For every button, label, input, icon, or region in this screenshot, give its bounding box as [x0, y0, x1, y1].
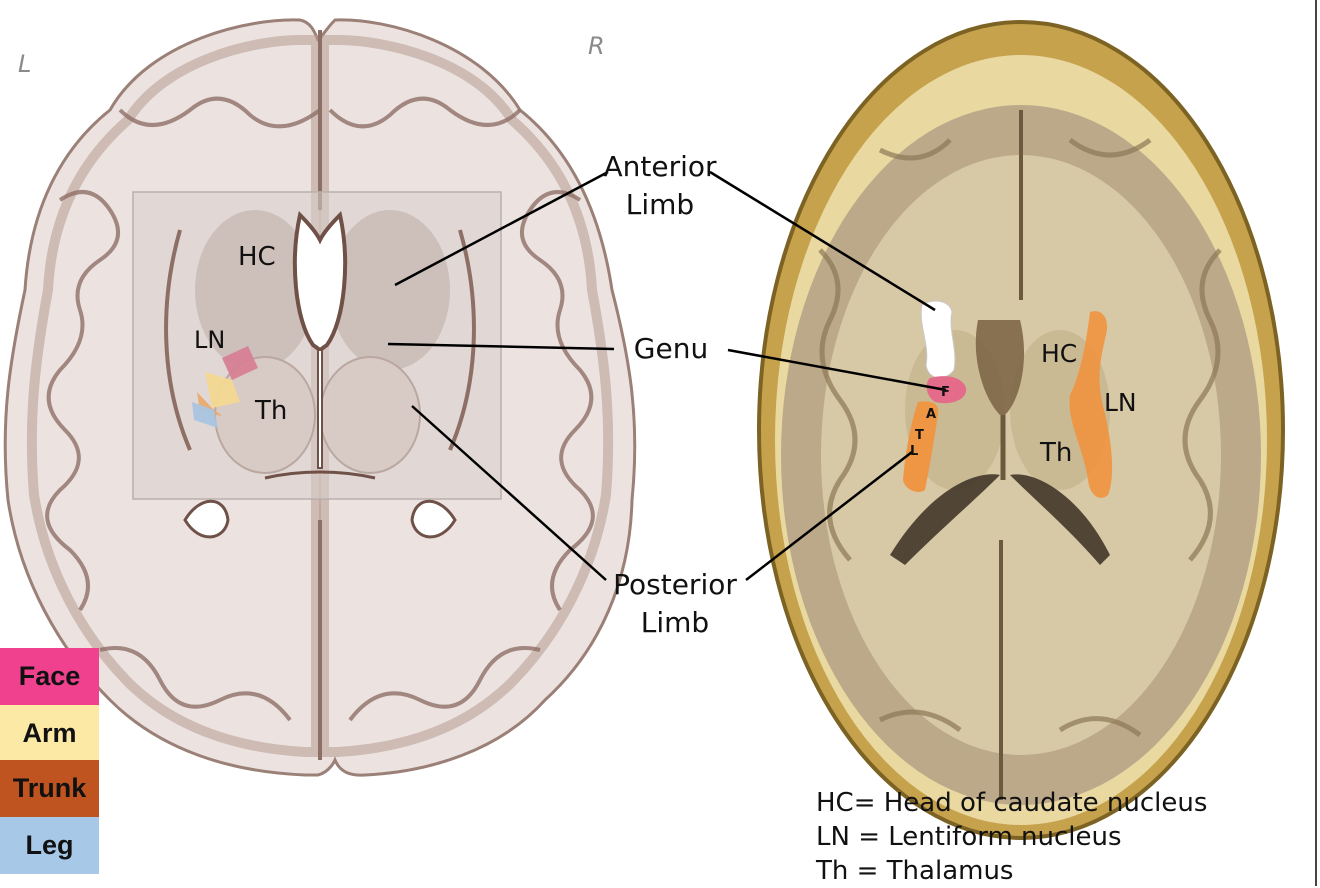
- genu-leader-right: [727, 348, 947, 392]
- key-hc: HC= Head of caudate nucleus: [816, 788, 1208, 818]
- posterior-limb-leader-left: [411, 405, 607, 581]
- anterior-limb-label: Anterior Limb: [590, 148, 730, 224]
- legend-face: Face: [0, 648, 99, 705]
- photo-genu-highlight: [926, 376, 967, 404]
- photo-anterior-limb-highlight: [920, 300, 956, 379]
- key-th: Th = Thalamus: [816, 856, 1014, 886]
- photo-f-label: F: [941, 385, 950, 400]
- illustration-hc-label: HC: [238, 242, 276, 272]
- photo-t-label: T: [915, 428, 924, 443]
- legend-trunk: Trunk: [0, 760, 99, 817]
- anterior-limb-label-line1: Anterior: [603, 150, 717, 183]
- photo-a-label: A: [926, 407, 937, 422]
- photo-lentiform-highlight: [1069, 311, 1113, 498]
- legend-trunk-label: Trunk: [12, 773, 87, 803]
- right-orientation-label: R: [588, 32, 605, 60]
- photo-l-label: L: [910, 444, 919, 459]
- brain-illustration: [3, 18, 637, 777]
- key-ln: LN = Lentiform nucleus: [816, 822, 1122, 852]
- genu-label: Genu: [633, 332, 709, 365]
- photo-th-label: Th: [1040, 438, 1073, 468]
- photo-hc-label: HC: [1041, 339, 1078, 368]
- leader-lines: [387, 170, 947, 581]
- illustration-somatotopy: [192, 346, 258, 428]
- brain-photo: [757, 20, 1285, 840]
- illustration-th-label: Th: [255, 396, 288, 426]
- photo-ln-label: LN: [1104, 388, 1137, 417]
- genu-leader-left: [387, 342, 615, 351]
- illustration-ln-label: LN: [194, 326, 226, 354]
- anterior-limb-leader-left: [394, 170, 609, 287]
- legend-face-label: Face: [18, 661, 81, 691]
- photo-posterior-limb-highlight: [903, 401, 939, 492]
- left-orientation-label: L: [18, 50, 32, 78]
- legend-leg: Leg: [0, 817, 99, 874]
- posterior-limb-label-line2: Limb: [640, 606, 710, 639]
- anterior-limb-label-line2: Limb: [625, 188, 695, 221]
- posterior-limb-label: Posterior Limb: [600, 566, 750, 642]
- legend-arm-label: Arm: [22, 718, 77, 748]
- legend-arm: Arm: [0, 705, 99, 762]
- anterior-limb-leader-right: [709, 170, 936, 312]
- posterior-limb-leader-right: [745, 451, 913, 581]
- legend-leg-label: Leg: [25, 830, 74, 860]
- posterior-limb-label-line1: Posterior: [613, 568, 737, 601]
